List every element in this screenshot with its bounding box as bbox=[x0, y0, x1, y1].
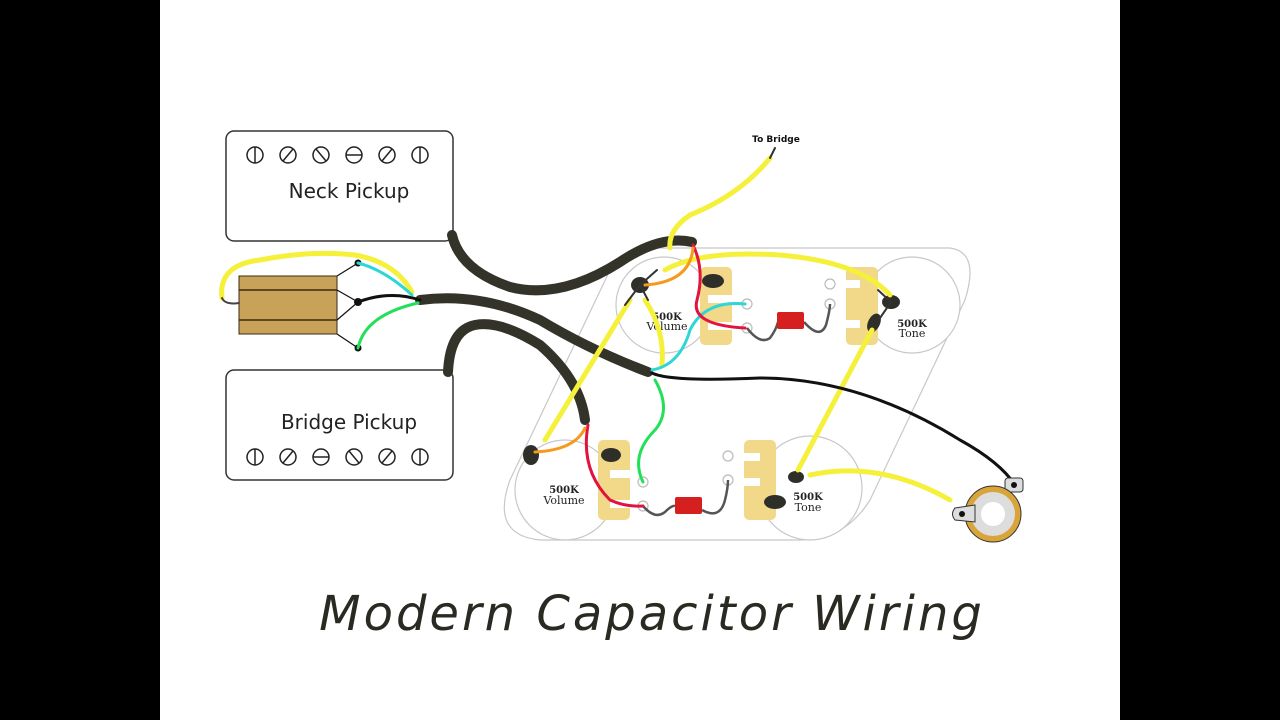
ground-wire-to-jack bbox=[650, 371, 1017, 487]
green-wire-switch bbox=[356, 301, 420, 350]
solder-joint bbox=[764, 495, 786, 509]
hot-wire-neck-vol-center bbox=[642, 297, 665, 368]
capacitor-leg bbox=[701, 479, 730, 515]
diagram-canvas: 500K Volume 500K Tone 500K Volume 500K T… bbox=[160, 0, 1120, 720]
pot-value-label: 500K bbox=[652, 312, 682, 323]
capacitor-leg bbox=[642, 504, 676, 517]
solder-joint bbox=[523, 445, 539, 465]
wiring-diagram: 500K Volume 500K Tone 500K Volume 500K T… bbox=[219, 130, 1024, 642]
pole-pieces bbox=[246, 448, 429, 466]
capacitor-leg bbox=[746, 321, 780, 342]
bridge-ground-stub bbox=[769, 147, 776, 159]
neck-pickup-label: Neck Pickup bbox=[289, 179, 410, 203]
pole-pieces bbox=[246, 146, 429, 164]
letterbox-right bbox=[1120, 0, 1280, 720]
braided-wire-bridge bbox=[443, 319, 590, 425]
terminal bbox=[722, 450, 734, 462]
pot-value-label: 500K bbox=[793, 492, 823, 503]
solder-joint bbox=[867, 313, 881, 333]
pot-value-label: 500K bbox=[549, 485, 579, 496]
lug-plate-bridge-tone bbox=[730, 440, 776, 520]
pot-name-label: Volume bbox=[645, 320, 687, 333]
bridge-pickup: Bridge Pickup bbox=[225, 369, 454, 481]
to-bridge-label: To Bridge bbox=[752, 135, 800, 145]
pot-name-label: Tone bbox=[899, 327, 926, 340]
red-wire-bridge bbox=[584, 423, 645, 508]
pot-lug-leg bbox=[624, 269, 658, 306]
terminal bbox=[824, 278, 836, 290]
toggle-switch bbox=[238, 259, 362, 352]
neck-pickup: Neck Pickup bbox=[225, 130, 454, 242]
bridge-pickup-label: Bridge Pickup bbox=[281, 410, 417, 434]
cyan-wire-neck-vol bbox=[650, 302, 747, 372]
hot-wire-switch-loop bbox=[219, 250, 415, 301]
green-wire-bridge-vol bbox=[637, 378, 665, 484]
orange-wire-bridge bbox=[533, 426, 587, 454]
capacitor-bridge bbox=[675, 497, 702, 514]
ground-stub bbox=[221, 297, 240, 305]
pot-name-label: Volume bbox=[542, 494, 584, 507]
pot-value-label: 500K bbox=[897, 319, 927, 330]
switch-black-wire bbox=[356, 293, 422, 304]
hot-wire-tone-to-jack bbox=[807, 468, 953, 503]
hot-wire-tone-to-tone bbox=[795, 327, 875, 473]
output-jack bbox=[952, 477, 1024, 543]
letterbox-left bbox=[0, 0, 160, 720]
hot-wire-to-bridge bbox=[667, 155, 773, 251]
hot-wire-diagonal-left bbox=[542, 297, 633, 443]
orange-wire-neck bbox=[643, 246, 695, 287]
braided-wire-neck bbox=[447, 230, 697, 296]
pot-lug-leg bbox=[877, 289, 892, 319]
diagram-title: Modern Capacitor Wiring bbox=[319, 586, 985, 642]
capacitor-leg bbox=[803, 303, 832, 333]
cyan-wire-switch bbox=[356, 261, 414, 297]
pot-name-label: Tone bbox=[795, 501, 822, 514]
braided-wire-switch bbox=[415, 293, 653, 377]
capacitor-neck bbox=[777, 312, 804, 329]
solder-joint bbox=[702, 274, 724, 288]
red-wire-neck bbox=[691, 243, 747, 330]
solder-joint bbox=[788, 471, 804, 483]
solder-joint bbox=[601, 448, 621, 462]
